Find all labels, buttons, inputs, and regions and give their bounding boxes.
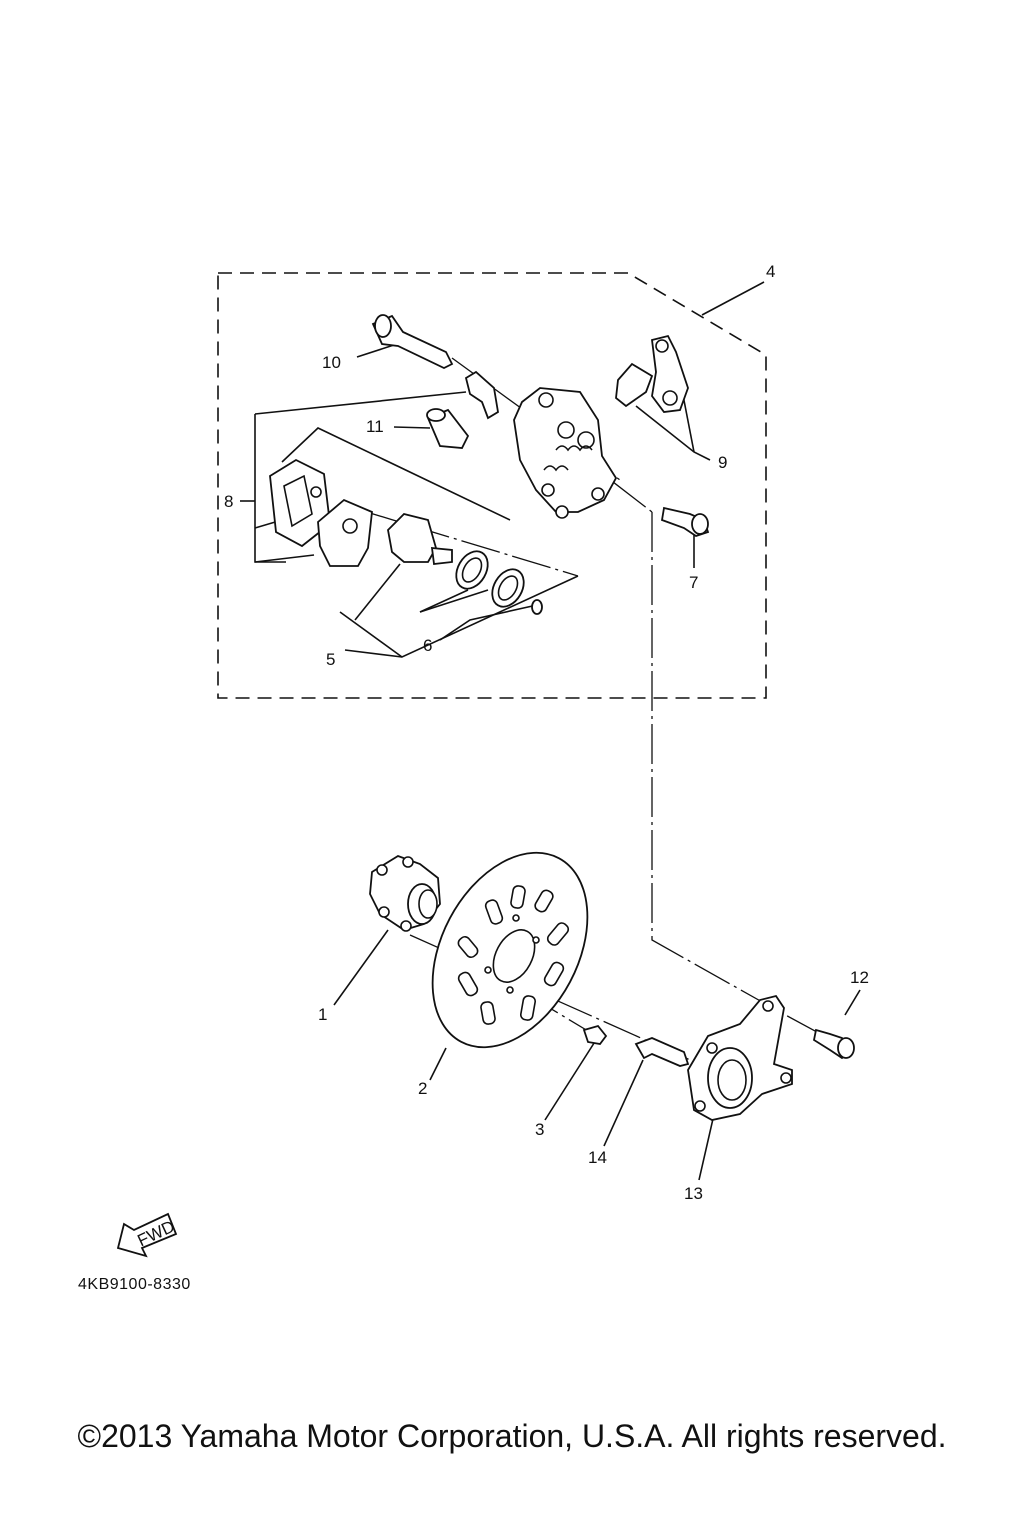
callout-2: 2	[418, 1079, 427, 1098]
callout-11: 11	[366, 417, 384, 436]
piston	[387, 513, 453, 565]
callout-3: 3	[535, 1120, 544, 1139]
disc-bolt	[582, 1024, 608, 1045]
brake-pad-outer	[269, 458, 331, 548]
slide-pin-bolt	[371, 314, 454, 370]
pad-retainer-clip	[464, 370, 499, 420]
brake-disc	[431, 851, 589, 1049]
caliper-bracket	[687, 994, 793, 1121]
bracket-mount-bolt	[812, 1028, 855, 1060]
callout-5: 5	[326, 650, 335, 669]
forward-direction-icon: FWD	[116, 1212, 178, 1258]
callout-13: 13	[684, 1184, 703, 1203]
bleed-screw	[426, 408, 470, 449]
callout-14: 14	[588, 1148, 607, 1167]
bracket-bolt	[634, 1037, 690, 1067]
callout-6: 6	[423, 636, 432, 655]
brake-pad-inner	[317, 498, 373, 567]
caliper-body	[513, 387, 618, 519]
piston-seals	[455, 550, 543, 615]
copyright-notice: ©2013 Yamaha Motor Corporation, U.S.A. A…	[77, 1418, 947, 1454]
diagram-code: 4KB9100-8330	[78, 1276, 191, 1293]
callout-7: 7	[689, 573, 698, 592]
callout-10: 10	[322, 353, 341, 372]
callout-8: 8	[224, 492, 233, 511]
bleeder-bracket	[615, 334, 689, 413]
callout-9: 9	[718, 453, 727, 472]
callout-4: 4	[766, 262, 775, 281]
caliper-bolt	[660, 506, 710, 537]
brake-disc-hub	[369, 855, 441, 932]
caliper-assembly-boundary	[217, 272, 767, 699]
callout-12: 12	[850, 968, 869, 987]
callout-1: 1	[318, 1005, 327, 1024]
leader-lines	[240, 281, 861, 1181]
callout-labels: 1 2 3 4 5 6 7 8 9 10 11 12 13 14	[224, 262, 869, 1203]
